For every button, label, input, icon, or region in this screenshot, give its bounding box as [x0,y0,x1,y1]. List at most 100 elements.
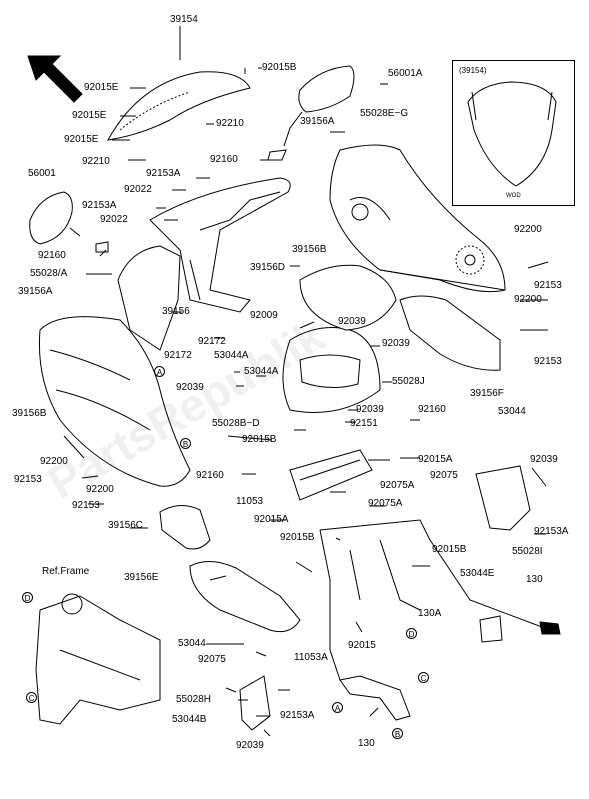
part-label: 92075A [368,498,403,509]
instrument-panel-part [282,327,381,413]
part-label: 39156D [250,262,286,273]
part-label: 130A [418,608,442,619]
ref-frame-label: Ref.Frame [42,566,90,577]
callout-a: A [154,366,165,377]
callout-b-stay: B [392,728,403,739]
mirror-left-part [29,191,73,245]
part-label: 39156E [124,572,159,583]
part-label: 130 [358,738,375,749]
part-label: 11053 [236,496,264,507]
front-arrow-icon [27,55,83,103]
part-label: 55028I [512,546,543,557]
side-plate-part [475,465,531,531]
windscreen-part [107,71,251,141]
part-label: 53044 [178,638,206,649]
part-label: 55028J [392,376,425,387]
callout-d: D [406,628,417,639]
part-label: 92015B [262,62,297,73]
stay-11053A-part [319,519,557,681]
part-label: 92039 [236,740,264,751]
part-label: 92153 [534,280,562,291]
part-label: 39156C [108,520,144,531]
part-label: 92039 [356,404,384,415]
part-label: 92015A [418,454,453,465]
pad-39156F [399,295,501,371]
callout-c: C [418,672,429,683]
part-label: 92200 [86,484,114,495]
part-label: 92153 [14,474,42,485]
inner-panel-left-part [117,245,181,351]
part-label: 56001A [388,68,423,79]
part-label: 92039 [176,382,204,393]
part-label: 92210 [82,156,110,167]
part-label: 92160 [418,404,446,415]
pad-39156C [159,505,211,550]
part-label: 39156A [300,116,335,127]
callout-b: B [180,438,191,449]
part-label: 92200 [514,224,542,235]
inner-bracket-part [149,177,291,313]
part-label: 92200 [40,456,68,467]
part-label: 92075 [198,654,226,665]
part-label: 56001 [28,168,56,179]
pad-39156D [299,264,397,331]
part-label: 39154 [170,14,198,25]
part-label: 55028/A [30,268,68,279]
pad-39156E [189,561,301,633]
part-label: 92015B [280,532,315,543]
part-label: 92172 [198,336,226,347]
mirror-right-part [298,65,355,113]
part-label: 39156A [18,286,53,297]
part-label: 11053A [294,652,328,663]
part-label: 39156B [12,408,47,419]
part-label: 92160 [196,470,224,481]
part-label: 92210 [216,118,244,129]
part-label: 92160 [38,250,66,261]
part-label: 92015E [64,134,99,145]
part-label: 53044 [498,406,526,417]
part-label: 92015B [432,544,467,555]
part-label: 92015E [72,110,107,121]
part-label: 92153 [534,356,562,367]
inset-box: (39154) WOD [452,60,575,206]
callout-c-frame: C [26,692,37,703]
part-label: 92153A [280,710,315,721]
part-label: 55028H [176,694,212,705]
part-label: 92015B [242,434,277,445]
part-label: 92015A [254,514,289,525]
part-label: 92022 [100,214,128,225]
part-label: 92009 [250,310,278,321]
part-label: 92015E [84,82,119,93]
part-label: 55028E~G [360,108,409,119]
part-label: 53044A [214,350,249,361]
part-label: 92039 [382,338,410,349]
part-label: 92015 [348,640,376,651]
part-label: 92160 [210,154,238,165]
part-label: 92200 [514,294,542,305]
frame-part [35,595,161,725]
part-label: 39156 [162,306,190,317]
part-label: 92075 [430,470,458,481]
part-label: 92039 [530,454,558,465]
part-label: 53044B [172,714,207,725]
part-label: 92075A [380,480,415,491]
part-label: 53044E [460,568,495,579]
part-label: 92022 [124,184,152,195]
part-label: 92153A [534,526,569,537]
callout-d-frame: D [22,592,33,603]
callout-a-stay: A [332,702,343,713]
inset-caption: WOD [506,193,521,199]
part-label: 92153 [72,500,100,511]
part-label: 92151 [350,418,378,429]
part-label: 92039 [338,316,366,327]
part-label: 53044A [244,366,279,377]
part-label: 130 [526,574,543,585]
part-label: 92172 [164,350,192,361]
part-label: 55028B~D [212,418,260,429]
part-label: 39156B [292,244,327,255]
left-cowl-part [38,316,191,487]
part-label: 92153A [82,200,117,211]
inset-title: (39154) [459,66,487,75]
